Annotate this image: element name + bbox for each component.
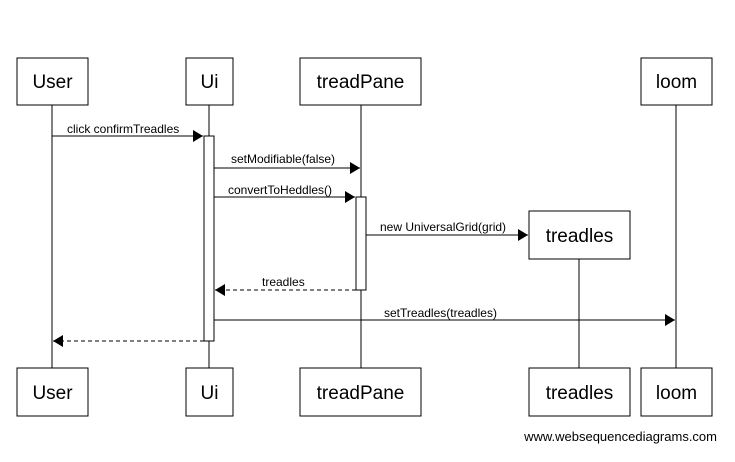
message-click-confirm-treadles: click confirmTreadles — [52, 122, 203, 142]
participant-ui-bottom: Ui — [185, 367, 234, 417]
participant-loom-label: loom — [656, 72, 697, 93]
participant-treadles-bottom: treadles — [528, 367, 631, 417]
message-convert-to-heddles: convertToHeddles() — [214, 183, 355, 203]
participant-treadpane-top: treadPane — [299, 57, 422, 106]
participant-ui-label: Ui — [201, 383, 219, 404]
participant-ui-top: Ui — [185, 57, 234, 106]
participant-treadles-label: treadles — [546, 226, 614, 247]
participant-treadles-label: treadles — [546, 383, 614, 404]
watermark: www.websequencediagrams.com — [523, 429, 717, 444]
participant-user-label: User — [32, 72, 73, 93]
activation-ui — [203, 135, 215, 342]
participant-user-bottom: User — [16, 367, 89, 417]
participant-treadpane-label: treadPane — [317, 72, 405, 93]
activation-treadpane — [355, 196, 367, 291]
message-label: click confirmTreadles — [67, 122, 179, 136]
participant-treadles-created: treadles — [528, 210, 631, 260]
participant-treadpane-bottom: treadPane — [299, 367, 422, 417]
participant-loom-top: loom — [640, 57, 713, 106]
message-return-treadles: treadles — [215, 275, 356, 296]
message-label: new UniversalGrid(grid) — [380, 220, 506, 234]
participant-loom-label: loom — [656, 383, 697, 404]
message-set-modifiable: setModifiable(false) — [214, 152, 360, 174]
message-label: setTreadles(treadles) — [384, 306, 497, 320]
message-label: setModifiable(false) — [231, 152, 335, 166]
message-new-universal-grid: new UniversalGrid(grid) — [366, 220, 528, 241]
participant-user-top: User — [16, 57, 89, 106]
message-label: treadles — [262, 275, 305, 289]
participant-user-label: User — [32, 383, 73, 404]
participant-ui-label: Ui — [201, 72, 219, 93]
participant-loom-bottom: loom — [640, 367, 713, 417]
message-label: convertToHeddles() — [228, 183, 332, 197]
participant-treadpane-label: treadPane — [317, 383, 405, 404]
message-set-treadles: setTreadles(treadles) — [214, 306, 675, 326]
